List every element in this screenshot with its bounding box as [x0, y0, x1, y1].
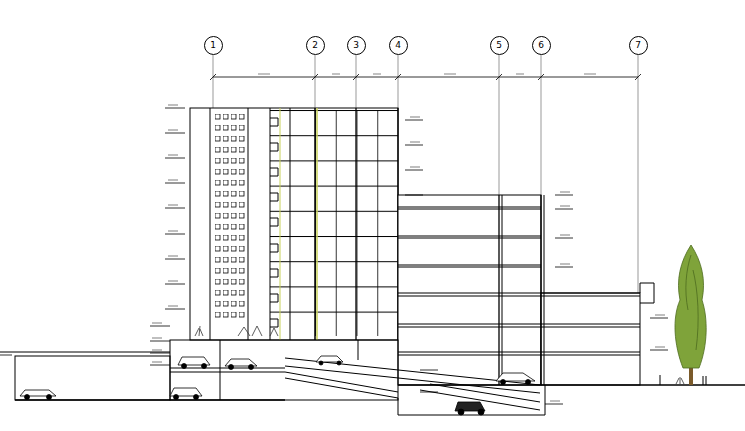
grid-number: 7 [635, 41, 641, 50]
level-markers [0, 105, 668, 404]
tower [190, 108, 398, 340]
tree [675, 245, 706, 385]
grid-bubble: 2 [306, 36, 325, 55]
podium [398, 195, 654, 385]
grid-number: 3 [353, 41, 359, 50]
plants [195, 326, 684, 384]
basement [0, 340, 745, 415]
cars [20, 356, 535, 415]
grid-number: 1 [210, 41, 216, 50]
grid-number: 5 [496, 41, 502, 50]
dimension-line [210, 74, 641, 80]
grid-bubble: 7 [629, 36, 648, 55]
grid-number: 4 [395, 41, 401, 50]
grid-bubble: 4 [389, 36, 408, 55]
grid-number: 2 [312, 41, 318, 50]
grid-bubble: 6 [532, 36, 551, 55]
grid-bubble: 3 [347, 36, 366, 55]
grid-bubble: 1 [204, 36, 223, 55]
grid-number: 6 [538, 41, 544, 50]
grid-bubble: 5 [490, 36, 509, 55]
